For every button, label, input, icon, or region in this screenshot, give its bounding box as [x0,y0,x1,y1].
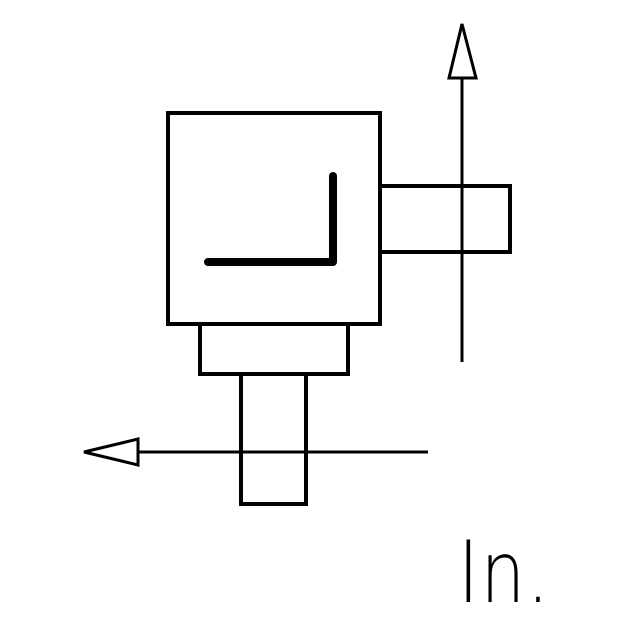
right-angle-glyph-icon [204,172,337,266]
input-label: In. [458,523,551,623]
input-arrowhead-icon [83,437,140,467]
input-shaft [239,370,308,506]
output-shaft [378,184,512,254]
output-arrowhead-icon [447,23,478,80]
gearbox-flange [198,322,350,376]
gearbox-housing [166,111,382,326]
